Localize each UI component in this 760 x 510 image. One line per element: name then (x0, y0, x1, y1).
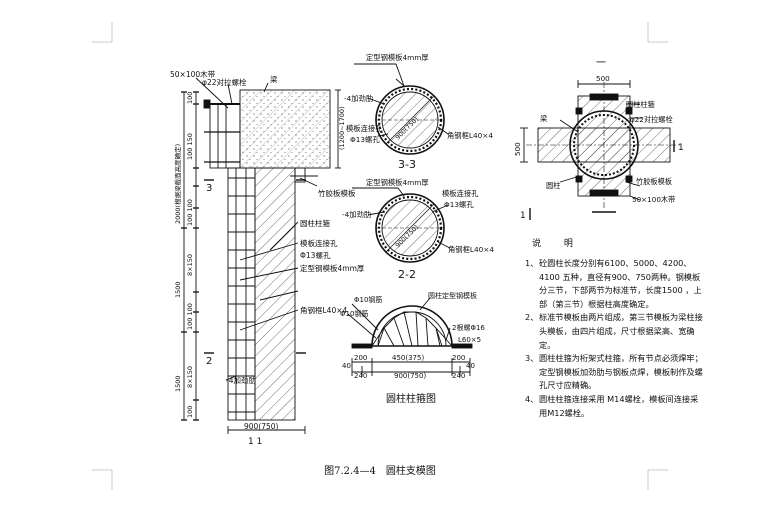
dim-8x150b: 8×150 (186, 366, 194, 388)
plan-sec1b: 1 (520, 211, 526, 221)
figure-number: 图7.2.4—4 (324, 466, 376, 477)
hoop-d1: 200 (354, 354, 367, 362)
s33-angle: 角钢框L40×4 (447, 131, 493, 140)
s22-bolt: Φ13螺孔 (444, 200, 474, 209)
s33-steel: 定型钢模板4mm厚 (366, 53, 429, 62)
label-bottom-dim: 900(750) (244, 422, 279, 431)
s22-angle: 角钢框L40×4 (448, 245, 494, 254)
hoop-rib2: Φ10钢筋 (340, 309, 368, 318)
dim-100d: 100 (186, 406, 194, 418)
hoop-bolt: 2根螺Φ16 (452, 323, 485, 332)
corner-marks (92, 22, 668, 490)
s33-stiff: -4加劲肋 (344, 94, 373, 103)
hoop-angle: L60×5 (458, 336, 481, 344)
plan-labels: 一 500 500 圆柱柱箍 φ22对拉螺栓 梁 圆柱 竹胶板模板 50×100… (513, 58, 684, 221)
label-angle-elev: 角钢框L40×4 (300, 305, 348, 315)
plan-round: 圆柱 (546, 181, 560, 190)
mark-2: 2 (206, 356, 212, 367)
figure-caption: 图7.2.4—4 圆柱支模图 (0, 462, 760, 477)
plan-wood: 50×100木带 (632, 195, 675, 204)
s33-title: 3-3 (398, 158, 416, 171)
note-item: 2、标准节模板由两片组成，第三节模板为梁柱接头模板，由四片组成，尺寸根据梁高、宽… (525, 312, 703, 350)
label-bamboo-elev: 竹胶板模板 (318, 188, 356, 198)
label-wood-top: 50×100木带 (170, 69, 216, 79)
dim-1500a: 1500 (174, 281, 182, 298)
label-conn-hole-elev: 模板连接孔 (300, 238, 338, 248)
dim-100a: 100 (186, 92, 194, 104)
s33-bolt: Φ13螺孔 (350, 135, 380, 144)
label-round-form: 圆柱柱箍 (300, 218, 330, 228)
hoop-d6: 240 (354, 372, 367, 380)
hoop-d3: 200 (452, 354, 465, 362)
hoop-rib1: Φ10钢筋 (354, 295, 382, 304)
s22-title: 2-2 (398, 268, 416, 281)
hoop-d8: 240 (452, 372, 465, 380)
s22-steel: 定型钢模板4mm厚 (366, 178, 429, 187)
plan-dim500v: 500 (513, 142, 522, 156)
label-stiff-elev: -4加劲肋 (226, 375, 256, 385)
label-beam-height: (1200~1700) (338, 106, 346, 150)
notes-title: 说 明 (532, 239, 583, 249)
note-item: 3、圆柱柱箍为桁架式柱箍，所有节点必须焊牢；定型钢模板加劲肋与钢板点焊，模板制作… (525, 353, 703, 391)
plan-bolt: φ22对拉螺栓 (630, 115, 673, 124)
dim-8x150a: 8×150 (186, 254, 194, 276)
label-bolt-elev: φ22对拉螺栓 (202, 77, 247, 87)
hoop-steel: 圆柱定型钢模板 (428, 291, 477, 300)
hoop-d2: 450(375) (392, 354, 424, 362)
label-section-11: 1 1 (248, 437, 262, 447)
section-2-2-labels: 定型钢模板4mm厚 -4加劲肋 模板连接孔 Φ13螺孔 角钢框L40×4 900… (342, 178, 494, 281)
hoop-d4: 40 (342, 362, 351, 370)
plan-col: 圆柱柱箍 (626, 100, 655, 109)
plan-dim500: 500 (596, 74, 610, 83)
dim-1500b: 1500 (174, 375, 182, 392)
plan-title: 一 (596, 58, 606, 69)
hoop-d5: 40 (466, 362, 475, 370)
plan-bamboo: 竹胶板模板 (636, 177, 672, 186)
dim-100c: 100 100 (186, 303, 194, 330)
hoop-d7: 900(750) (394, 372, 426, 380)
elevation-labels: 50×100木带 φ22对拉螺栓 梁 竹胶板模板 圆柱柱箍 模板连接孔 Φ13螺… (170, 69, 365, 447)
note-item: 4、圆柱柱箍连接采用 M14螺栓，模板间连接采用M12螺栓。 (525, 393, 699, 418)
s22-stiff: -4加劲肋 (342, 210, 371, 219)
mark-3: 3 (206, 183, 212, 194)
hoop-detail (347, 297, 473, 376)
label-steel-4mm-elev: 定型钢模板4mm厚 (300, 263, 365, 273)
figure-title: 圆柱支模图 (385, 466, 436, 477)
dim-2000: 2000(根据梁截面高度确定) (173, 144, 182, 224)
hoop-labels: Φ10钢筋 圆柱定型钢模板 Φ10钢筋 2根螺Φ16 L60×5 200 450… (340, 291, 485, 405)
label-bolt13-elev: Φ13螺孔 (300, 250, 331, 260)
dim-100b: 100 100 (186, 199, 194, 226)
plan-sec1a: 1 (678, 143, 684, 153)
notes-list: 1、砼圆柱长度分别有6100、5000、4200、4100 五种，直径有900、… (525, 257, 705, 420)
hoop-title: 圆柱柱箍图 (386, 392, 436, 405)
section-3-3 (354, 63, 449, 155)
plan-view (520, 80, 682, 220)
s22-conn: 模板连接孔 (442, 189, 479, 198)
elevation-view (181, 77, 341, 434)
dim-150a: 100 150 (186, 133, 194, 160)
section-2-2 (352, 187, 451, 263)
note-item: 1、砼圆柱长度分别有6100、5000、4200、4100 五种，直径有900、… (525, 258, 702, 309)
label-beam-elev: 梁 (270, 75, 278, 84)
s33-conn: 模板连接孔 (346, 124, 383, 133)
plan-beam: 梁 (540, 114, 547, 123)
